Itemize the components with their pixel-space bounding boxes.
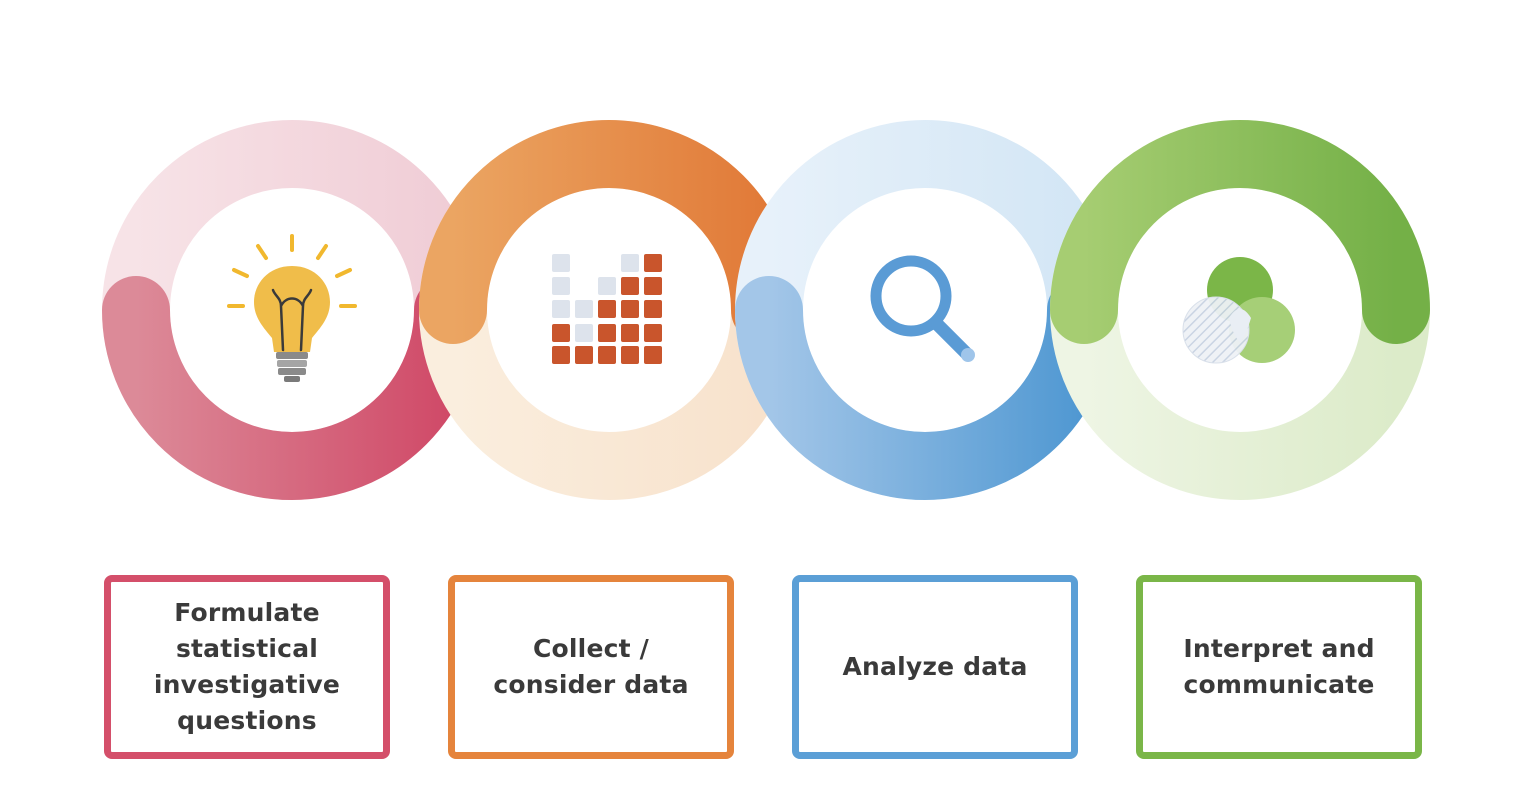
ring-formulate-arc (102, 276, 482, 500)
magnifier-icon (870, 255, 975, 362)
lightbulb-icon (227, 234, 357, 382)
step-box-analyze: Analyze data (792, 575, 1078, 759)
step-box-collect: Collect / consider data (448, 575, 734, 759)
step-label-analyze: Analyze data (842, 652, 1028, 681)
step-box-interpret: Interpret and communicate (1136, 575, 1422, 759)
ring-analyze-arc (735, 276, 1115, 500)
ring-interpret-arc (1050, 120, 1430, 344)
step-label-interpret: Interpret and communicate (1183, 634, 1375, 699)
bar-chart-icon (552, 254, 662, 364)
ring-collect-arc (419, 120, 799, 344)
step-box-formulate: Formulate statistical investigative ques… (104, 575, 390, 759)
ring-analyze (735, 120, 1115, 500)
ring-interpret (1050, 120, 1430, 500)
step-label-formulate: Formulate statistical investigative ques… (153, 598, 341, 735)
step-label-collect: Collect / consider data (493, 634, 689, 699)
venn-diagram-icon (1182, 257, 1295, 364)
